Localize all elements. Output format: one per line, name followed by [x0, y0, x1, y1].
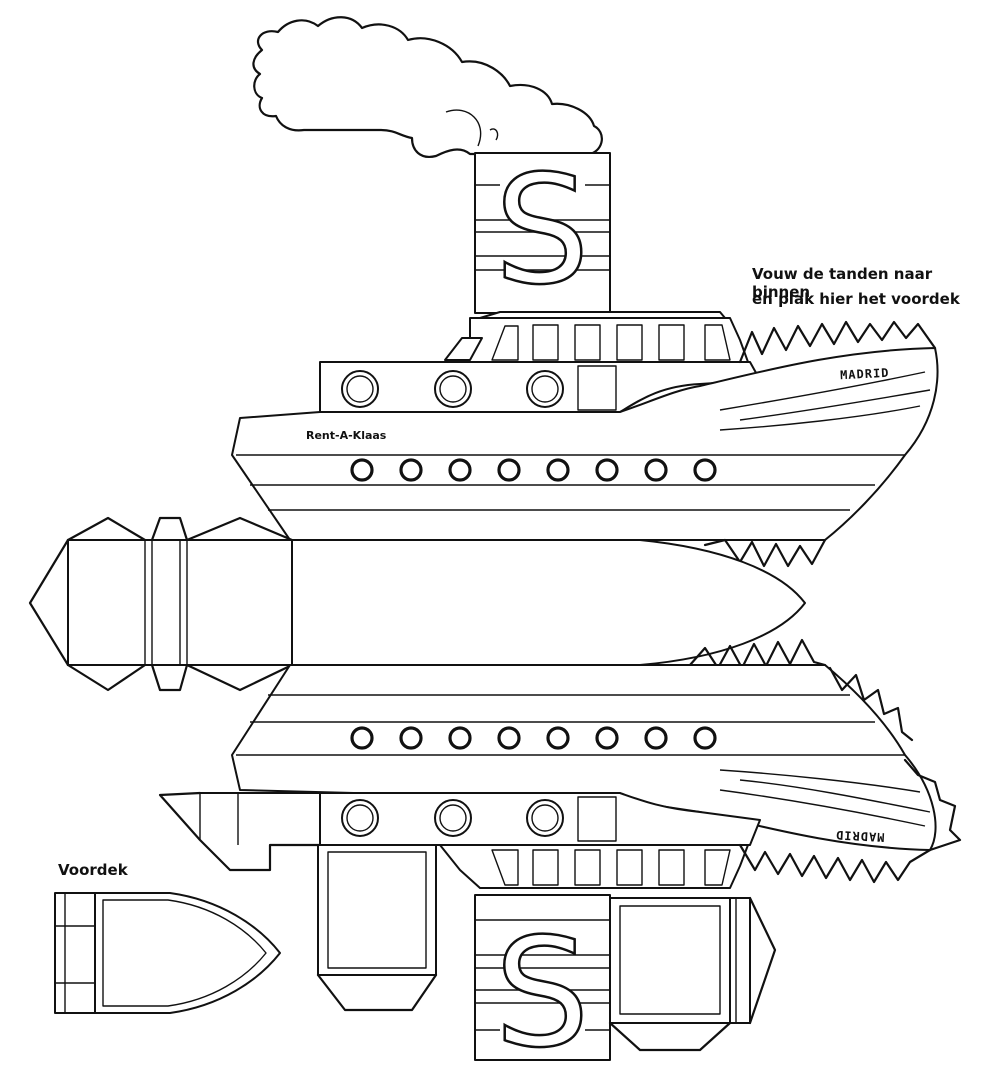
- bow-teeth-top: [738, 320, 937, 364]
- top-funnel: S: [474, 143, 611, 319]
- hull-top: [231, 347, 939, 541]
- company-label: Rent-A-Klaas: [306, 429, 387, 442]
- portholes-bottom: [350, 726, 717, 750]
- ship-name-top: MADRID: [840, 366, 890, 383]
- bow-teeth-lower-tip: [903, 758, 962, 852]
- funnel-letter-top: S: [494, 144, 589, 318]
- bow-teeth-lower-side: [828, 666, 914, 742]
- cabin-top: [319, 361, 761, 413]
- foredeck-label: Voordek: [58, 861, 128, 879]
- smoke-cloud: [252, 16, 603, 158]
- instruction-line-2: en plak hier het voordek: [752, 290, 960, 308]
- instruction-line-1: Vouw de tanden naar binnen: [752, 265, 933, 301]
- foredeck-part: [54, 892, 281, 1014]
- portholes-top: [350, 458, 717, 482]
- bridge-top: [444, 311, 749, 363]
- bottom-funnel: S: [474, 894, 611, 1082]
- funnel-letter-bottom: S: [494, 907, 589, 1081]
- ship-name-bottom: MADRID: [835, 828, 885, 845]
- bridge-bottom: [439, 843, 932, 889]
- main-deck-panel: [28, 516, 806, 692]
- bow-teeth-upper-bottom: [703, 538, 827, 568]
- hull-bottom: [231, 664, 937, 851]
- cabin-bottom: [158, 791, 761, 872]
- lower-side-panel: [316, 844, 438, 1012]
- funnel-side-panel: [608, 896, 777, 1052]
